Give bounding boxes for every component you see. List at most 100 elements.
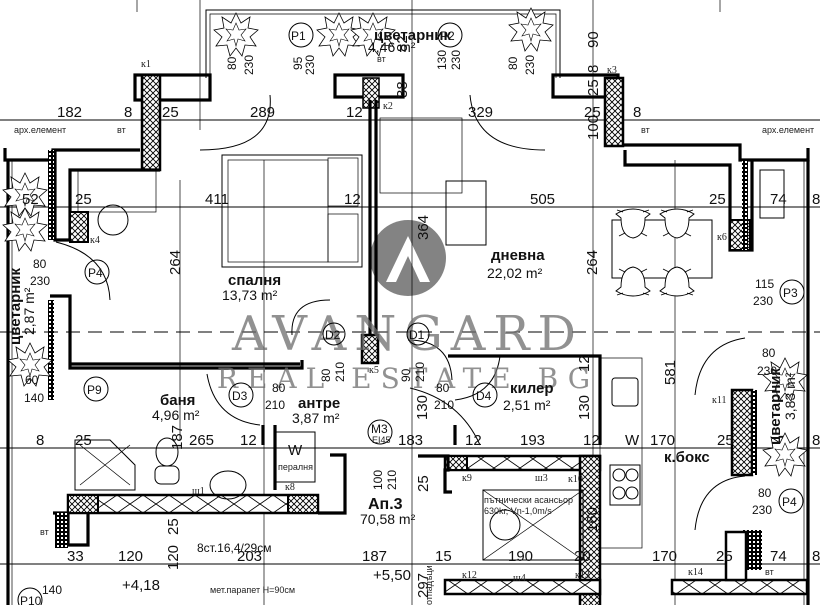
svg-text:74: 74 [770,191,787,208]
svg-text:15: 15 [435,548,452,565]
svg-text:80: 80 [225,56,239,70]
tag-D2: D2 80 210 [319,322,347,382]
svg-text:170: 170 [652,548,677,565]
svg-text:к11: к11 [712,395,727,406]
planter-top-name: цветарник [374,27,452,44]
opening-tags: P1 95 230 P2 130 230 P3 115 230 P4 80 23… [17,22,805,605]
elevator-label-2: 630kг, Vn-1,0m/s [484,506,552,516]
svg-text:230: 230 [30,274,50,288]
svg-text:230: 230 [303,55,317,75]
svg-text:к9: к9 [462,473,472,484]
svg-text:P1: P1 [291,29,306,43]
svg-text:к3: к3 [607,65,617,76]
svg-text:210: 210 [385,470,399,490]
planter-right-area: 3,83 m² [782,372,798,420]
svg-text:289: 289 [250,104,275,121]
svg-text:25: 25 [165,518,182,535]
bathroom-area: 4,96 m² [152,407,200,423]
svg-text:80: 80 [319,368,333,382]
svg-text:100: 100 [585,115,602,140]
dishwasher-label: W [625,432,640,449]
tag-P4a: P4 80 230 [30,257,110,288]
svg-text:297: 297 [415,573,432,598]
svg-text:33: 33 [67,548,84,565]
svg-text:M3: M3 [371,422,388,436]
svg-text:P10: P10 [20,594,42,605]
svg-text:115: 115 [755,277,774,291]
svg-text:210: 210 [265,398,285,412]
svg-text:25: 25 [415,475,432,492]
svg-text:329: 329 [468,104,493,121]
tag-D4: D4 80 210 [434,381,498,412]
tag-P4b: P4 80 230 [752,486,804,517]
svg-text:к8: к8 [285,482,295,493]
svg-text:82: 82 [394,35,411,52]
vt-label-3: вт [641,125,650,135]
svg-text:74: 74 [770,548,787,565]
svg-text:8: 8 [812,191,820,208]
svg-text:60: 60 [25,373,39,387]
dimension-numbers: 182 8 25 289 12 329 25 8 52 25 411 12 50… [22,31,820,598]
walls [3,9,810,605]
level-left: +4,18 [122,577,160,594]
svg-text:25: 25 [716,548,733,565]
svg-text:160: 160 [584,507,601,532]
svg-text:D3: D3 [232,389,248,403]
bathroom-name: баня [160,392,195,409]
svg-text:к5: к5 [369,365,379,376]
svg-text:25: 25 [75,191,92,208]
vt-label-1: вт [117,125,126,135]
washer-label: W [288,442,303,459]
svg-text:193: 193 [520,432,545,449]
svg-text:ш4: ш4 [513,573,526,584]
tag-P9: P9 60 140 [24,373,109,405]
entry-name: антре [298,395,340,412]
svg-text:8: 8 [812,432,820,449]
planter-top-area: 4,46 m² [368,39,416,55]
planter-left-area: 2,87 m² [21,287,37,335]
svg-text:P4: P4 [782,495,797,509]
svg-text:25: 25 [717,432,734,449]
svg-text:120: 120 [165,545,182,570]
svg-text:20: 20 [574,548,591,565]
svg-text:187: 187 [362,548,387,565]
svg-text:8: 8 [633,104,641,121]
svg-text:к4: к4 [90,235,100,246]
svg-text:203: 203 [237,548,262,565]
tag-D3: D3 80 210 [228,381,286,412]
svg-text:80: 80 [436,381,450,395]
svg-text:к14: к14 [688,567,703,578]
svg-text:190: 190 [508,548,533,565]
svg-text:130: 130 [414,395,431,420]
tag-P10: P10 140 [17,583,62,605]
svg-text:182: 182 [57,104,82,121]
svg-text:230: 230 [752,503,772,517]
svg-text:210: 210 [333,362,347,382]
furniture [74,117,785,561]
svg-text:к13: к13 [575,570,590,581]
svg-text:8: 8 [36,432,44,449]
svg-text:P3: P3 [783,286,798,300]
svg-text:230: 230 [753,294,773,308]
level-right: +5,50 [373,567,411,584]
svg-text:EI45: EI45 [372,435,391,445]
svg-text:к6: к6 [717,232,727,243]
stairs-label: 8ст.16,4/29см [197,541,271,555]
svg-text:230: 230 [242,55,256,75]
vt-label-2: вт [377,54,386,64]
watermark-title: AVANGARD [231,306,584,362]
svg-text:210: 210 [413,362,427,382]
svg-text:230: 230 [523,55,537,75]
tag-P3: P3 115 230 [753,277,805,308]
svg-text:52: 52 [22,191,39,208]
svg-text:505: 505 [530,191,555,208]
svg-text:8: 8 [585,65,602,73]
svg-text:12: 12 [344,191,361,208]
svg-text:P4: P4 [88,266,103,280]
svg-text:12: 12 [583,432,600,449]
svg-text:12: 12 [240,432,257,449]
svg-text:80: 80 [506,56,520,70]
svg-text:80: 80 [758,486,772,500]
svg-text:25: 25 [162,104,179,121]
